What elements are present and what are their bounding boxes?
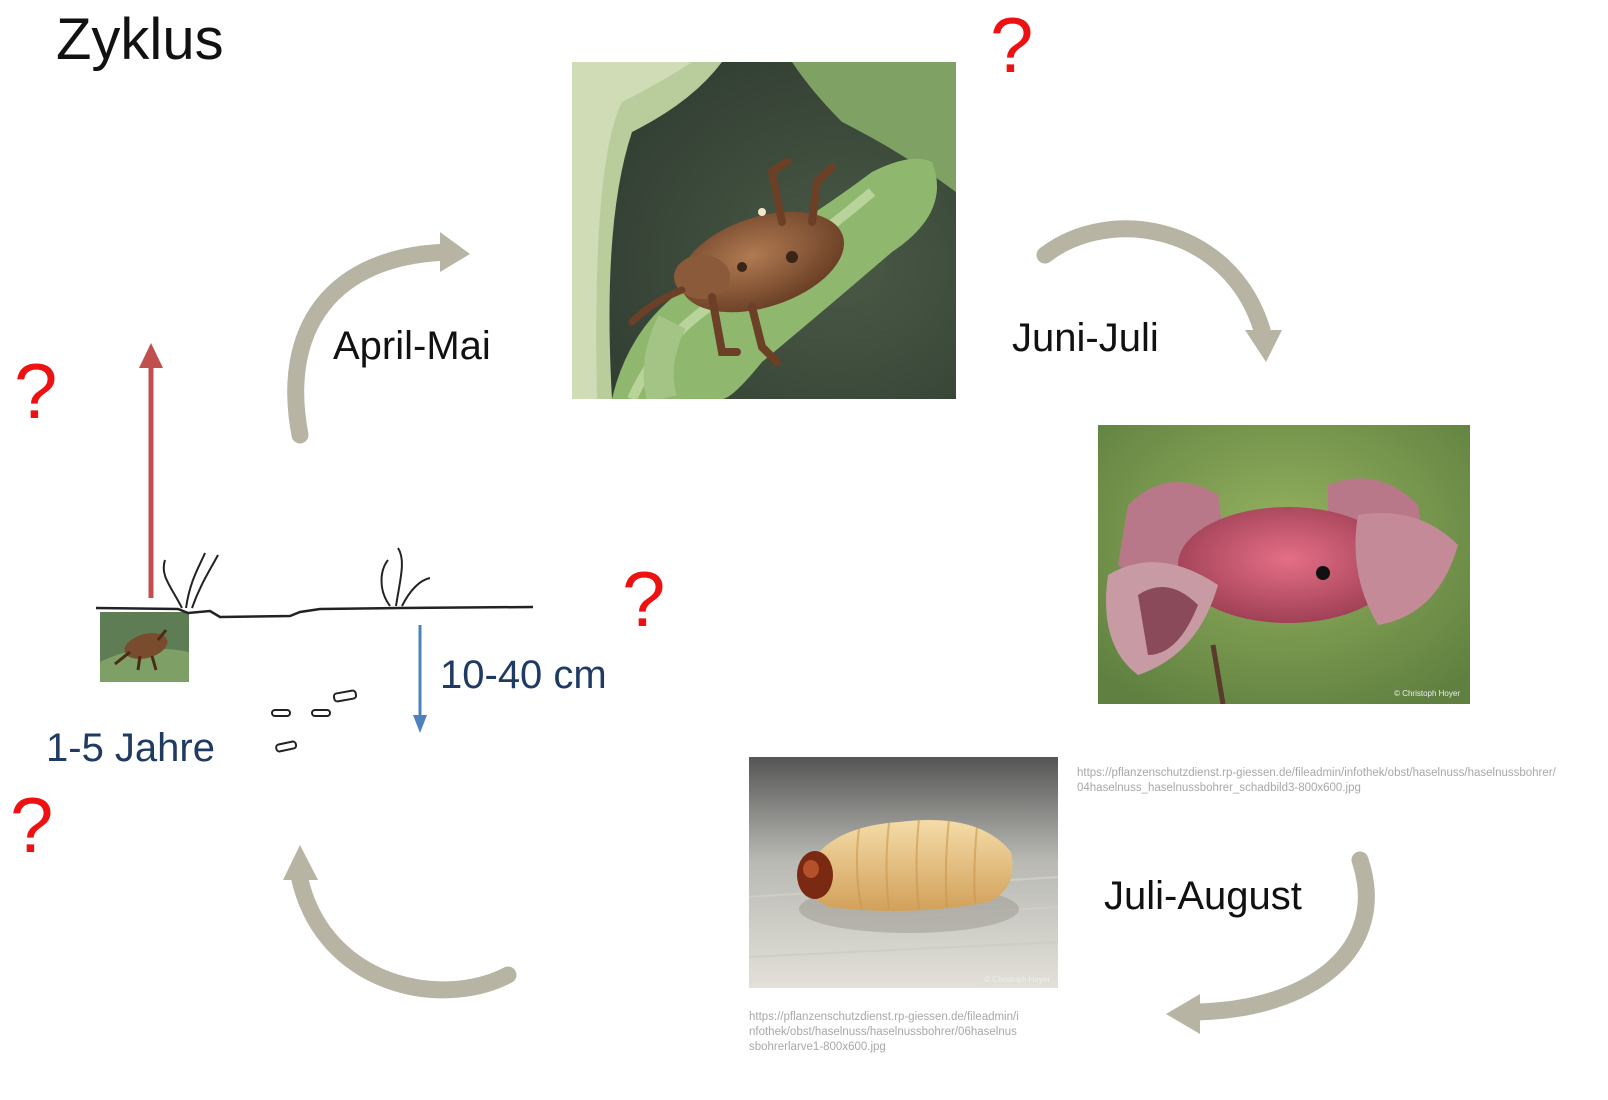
grass-tuft-right — [382, 548, 431, 606]
label-depth: 10-40 cm — [440, 655, 607, 695]
question-mark-top: ? — [990, 6, 1033, 84]
photo-credit-hazelnut: © Christoph Hoyer — [1394, 689, 1460, 698]
soil-pupae — [272, 690, 357, 752]
label-years: 1-5 Jahre — [46, 728, 215, 768]
label-juni-juli: Juni-Juli — [1012, 318, 1159, 358]
emergence-arrow — [139, 343, 163, 598]
cycle-arrow-bottom-left — [283, 845, 508, 990]
page-title: Zyklus — [56, 6, 224, 73]
source-url-hazelnut: https://pflanzenschutzdienst.rp-giessen.… — [1077, 766, 1557, 796]
label-april-mai: April-Mai — [333, 326, 491, 366]
source-url-larva: https://pflanzenschutzdienst.rp-giessen.… — [749, 1010, 1021, 1055]
photo-credit-larva: © Christoph Hoyer — [984, 975, 1050, 984]
question-mark-left: ? — [14, 352, 57, 430]
question-mark-middle: ? — [622, 560, 665, 638]
weevil-photo — [572, 62, 956, 399]
label-juli-august: Juli-August — [1104, 876, 1302, 916]
larva-photo: © Christoph Hoyer — [749, 757, 1058, 988]
grass-tuft-left — [164, 553, 218, 608]
hazelnut-photo: © Christoph Hoyer — [1098, 425, 1470, 704]
question-mark-bottom-left: ? — [10, 786, 53, 864]
depth-arrow — [413, 625, 427, 733]
weevil-thumbnail — [100, 612, 189, 682]
